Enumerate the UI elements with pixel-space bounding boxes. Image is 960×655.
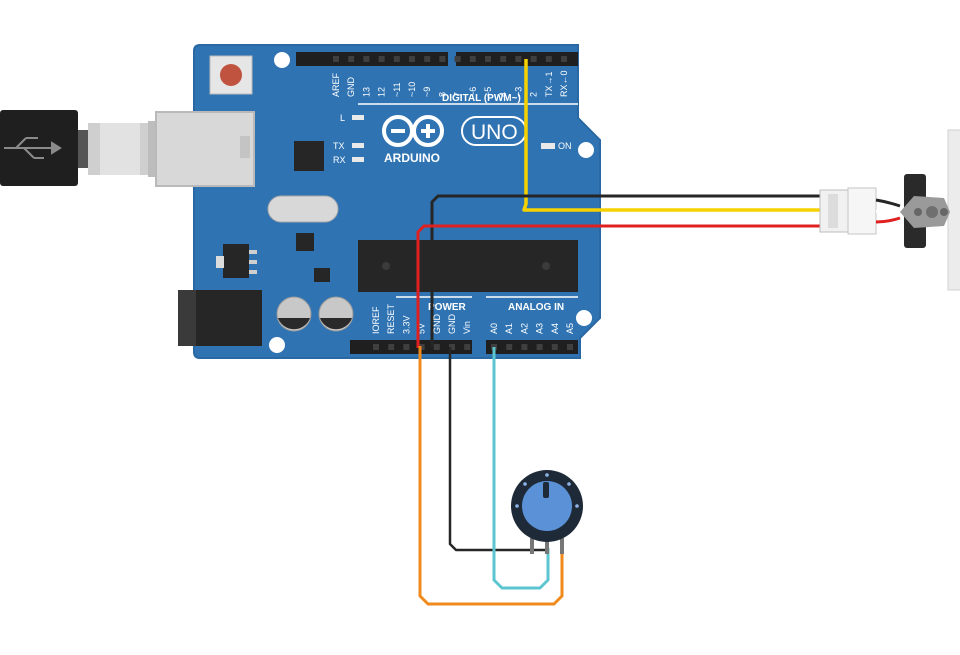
- pin-label: GND: [447, 314, 457, 335]
- pin-label: ~5: [483, 87, 493, 97]
- pin-label: AREF: [331, 72, 341, 97]
- wire-ground-black[interactable]: [430, 194, 828, 347]
- header-pin[interactable]: [545, 56, 552, 62]
- header-pin[interactable]: [373, 344, 379, 350]
- analog-header-label: ANALOG IN: [508, 302, 564, 313]
- arduino-logo-icon: [382, 115, 444, 147]
- crystal-oscillator: [267, 195, 339, 223]
- pin-label: 2: [529, 92, 539, 97]
- pin-label: TX→1: [544, 71, 554, 97]
- led-rx: [352, 157, 364, 162]
- pin-label: 4: [498, 92, 508, 97]
- pin-label: 8: [437, 92, 447, 97]
- pin-label: 7: [453, 92, 463, 97]
- power-pin-labels: IOREF RESET 3.3V 5V GND GND Vin: [371, 303, 472, 334]
- microcontroller-chip: [358, 240, 578, 292]
- header-pin[interactable]: [439, 56, 446, 62]
- header-pin[interactable]: [454, 56, 461, 62]
- header-pin[interactable]: [388, 344, 395, 350]
- arduino-board[interactable]: AREF GND 13 12 ~11 ~10 ~9 8 7 ~6 ~5 4 ~3 2 TX→1 RX←0 DI…: [155, 44, 601, 359]
- pin-label: ~6: [468, 87, 478, 97]
- pin-label: A1: [504, 323, 514, 334]
- analog-pin-labels: A0 A1 A2 A3 A4 A5: [489, 323, 575, 334]
- pin-label: 13: [361, 87, 371, 97]
- pin-label: A4: [550, 323, 560, 334]
- analog-pin-header[interactable]: [486, 340, 578, 354]
- led-on: [541, 143, 555, 149]
- pin-label: 3.3V: [401, 315, 411, 334]
- pin-label: RX←0: [559, 70, 569, 97]
- header-pin[interactable]: [378, 56, 385, 62]
- usb-cable-icon[interactable]: [0, 110, 164, 186]
- servo-motor-icon[interactable]: [900, 129, 960, 291]
- header-pin[interactable]: [464, 344, 471, 350]
- header-pin[interactable]: [333, 56, 339, 62]
- wire-analog-cyan[interactable]: [492, 347, 550, 590]
- header-pin[interactable]: [567, 344, 573, 350]
- capacitor: [318, 296, 354, 332]
- pin-label: Vin: [462, 321, 472, 334]
- digital-pin-header[interactable]: [296, 52, 448, 66]
- led-tx-label: TX: [333, 141, 345, 151]
- header-pin[interactable]: [561, 56, 567, 62]
- header-pin[interactable]: [363, 56, 370, 62]
- pin-label: A3: [535, 323, 545, 334]
- led-l-label: L: [340, 113, 345, 123]
- usb-symbol-icon: [4, 137, 62, 159]
- header-pin[interactable]: [393, 56, 400, 62]
- power-pin-header[interactable]: [350, 340, 472, 354]
- header-pin[interactable]: [449, 344, 455, 350]
- pin-label: RESET: [386, 303, 396, 334]
- power-pin-group[interactable]: [373, 344, 471, 350]
- header-pin[interactable]: [469, 56, 476, 62]
- potentiometer-icon[interactable]: [511, 470, 583, 554]
- pin-label: A5: [565, 323, 575, 334]
- header-pin[interactable]: [530, 56, 537, 62]
- pin-label: 5V: [417, 323, 427, 334]
- pin-label: A2: [519, 323, 529, 334]
- pin-label: ~3: [513, 87, 523, 97]
- header-pin[interactable]: [551, 344, 558, 350]
- header-pin[interactable]: [433, 344, 440, 350]
- header-pin[interactable]: [515, 56, 522, 62]
- pin-label: GND: [432, 314, 442, 335]
- pin-label: ~10: [407, 82, 417, 97]
- reset-button[interactable]: [209, 55, 253, 95]
- pin-label: IOREF: [371, 306, 381, 334]
- pin-label: 12: [377, 87, 387, 97]
- pin-label: ~11: [392, 82, 402, 97]
- header-pin[interactable]: [536, 344, 543, 350]
- model-label: UNO: [471, 121, 518, 144]
- header-pin[interactable]: [348, 56, 355, 62]
- pin-label: GND: [346, 77, 356, 98]
- wire-ground-black-pot[interactable]: [448, 347, 548, 552]
- header-pin[interactable]: [409, 56, 415, 62]
- header-pin[interactable]: [500, 56, 507, 62]
- pin-label: ~9: [422, 87, 432, 97]
- wire-power-red[interactable]: [416, 224, 828, 348]
- brand-label: ARDUINO: [384, 151, 440, 165]
- wire-power-orange[interactable]: [418, 346, 564, 606]
- digital-pin-labels: AREF GND 13 12 ~11 ~10 ~9 8 7 ~6 ~5 4 ~3 2 TX→1 RX←0: [331, 70, 569, 97]
- pin-label: A0: [489, 323, 499, 334]
- header-pin[interactable]: [485, 56, 491, 62]
- usb-port: [155, 111, 255, 187]
- header-pin[interactable]: [424, 56, 431, 62]
- servo-connector[interactable]: [819, 187, 877, 235]
- digital-header-label: DIGITAL (PWM~): [442, 93, 521, 104]
- led-l: [352, 115, 364, 120]
- header-pin[interactable]: [418, 344, 425, 350]
- header-pin[interactable]: [403, 344, 410, 350]
- led-rx-label: RX: [333, 155, 346, 165]
- header-pin[interactable]: [506, 344, 513, 350]
- led-tx: [352, 143, 364, 148]
- header-pin[interactable]: [521, 344, 528, 350]
- power-header-label: POWER: [428, 302, 467, 313]
- led-on-label: ON: [558, 141, 572, 151]
- capacitor: [276, 296, 312, 332]
- wire-signal-yellow[interactable]: [522, 59, 828, 212]
- digital-pin-group[interactable]: [333, 56, 567, 62]
